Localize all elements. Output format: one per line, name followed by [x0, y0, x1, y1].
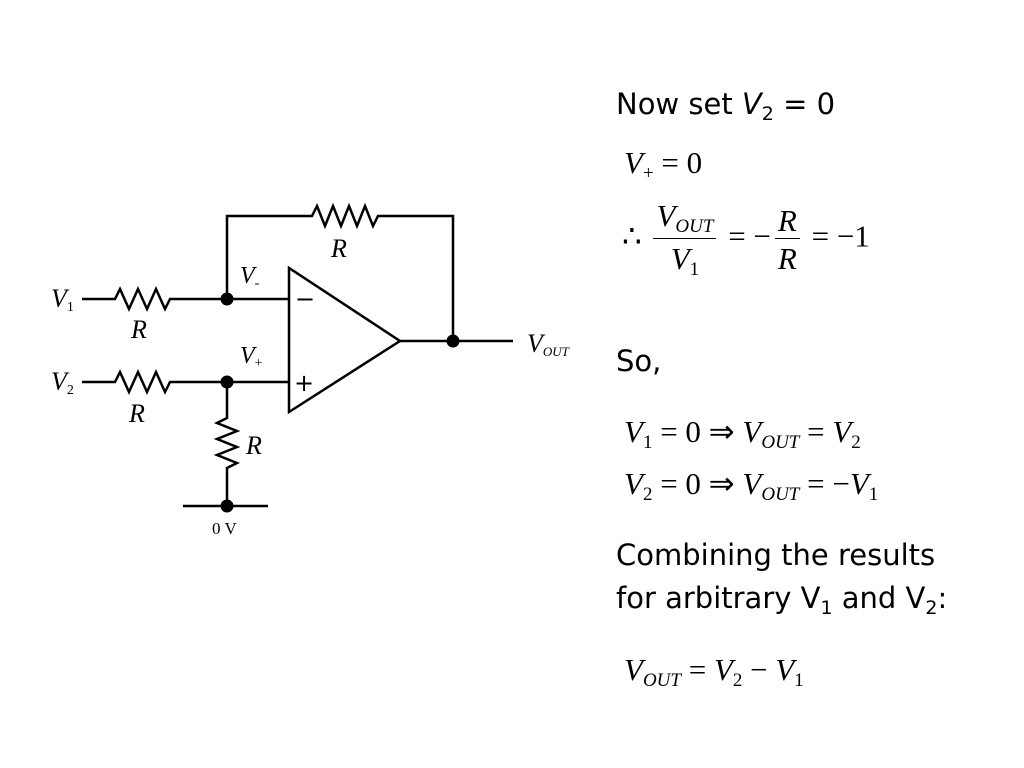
junction-vminus — [220, 292, 234, 306]
resistor-label-r2: R — [128, 399, 145, 428]
label-vminus: V- — [240, 263, 260, 291]
junction-vplus — [220, 375, 234, 389]
opamp-triangle — [287, 265, 403, 415]
fraction-vout-v1: VOUT V1 — [653, 200, 717, 279]
junction-output — [446, 334, 460, 348]
ground-resistor — [213, 382, 241, 506]
so-label: So, — [616, 344, 662, 378]
equation-v1-zero: V1 = 0 ⇒ VOUT = V2 — [624, 414, 861, 453]
feedback-wire — [225, 202, 455, 341]
combining-line-1: Combining the results — [616, 538, 936, 572]
now-set-line: Now set V2 = 0 — [616, 87, 836, 125]
equation-gain: ∴ VOUT V1 = − R R = −1 — [622, 198, 870, 280]
resistor-label-feedback: R — [330, 234, 347, 263]
resistor-label-r1: R — [130, 315, 147, 344]
label-vplus: V+ — [240, 343, 263, 371]
label-ground: 0 V — [212, 519, 237, 538]
final-equation: VOUT = V2 − V1 — [624, 652, 804, 691]
equation-v2-zero: V2 = 0 ⇒ VOUT = −V1 — [624, 466, 879, 505]
difference-amplifier-circuit: V1 V2 R R R R V- V+ VOUT 0 V − + — [51, 202, 570, 538]
opamp-minus-symbol: − — [295, 285, 315, 313]
label-vout: VOUT — [527, 329, 570, 359]
opamp-plus-symbol: + — [294, 369, 314, 397]
input-wire-v1 — [82, 285, 227, 313]
input-wire-v2 — [82, 368, 227, 396]
equation-vplus-zero: V+ = 0 — [624, 145, 703, 184]
combining-line-2: for arbitrary V1 and V2: — [616, 581, 948, 619]
fraction-r-r: R R — [774, 205, 800, 274]
resistor-label-ground: R — [245, 431, 262, 460]
junction-ground — [220, 499, 234, 513]
label-v1: V1 — [51, 284, 74, 315]
label-v2: V2 — [51, 367, 74, 398]
